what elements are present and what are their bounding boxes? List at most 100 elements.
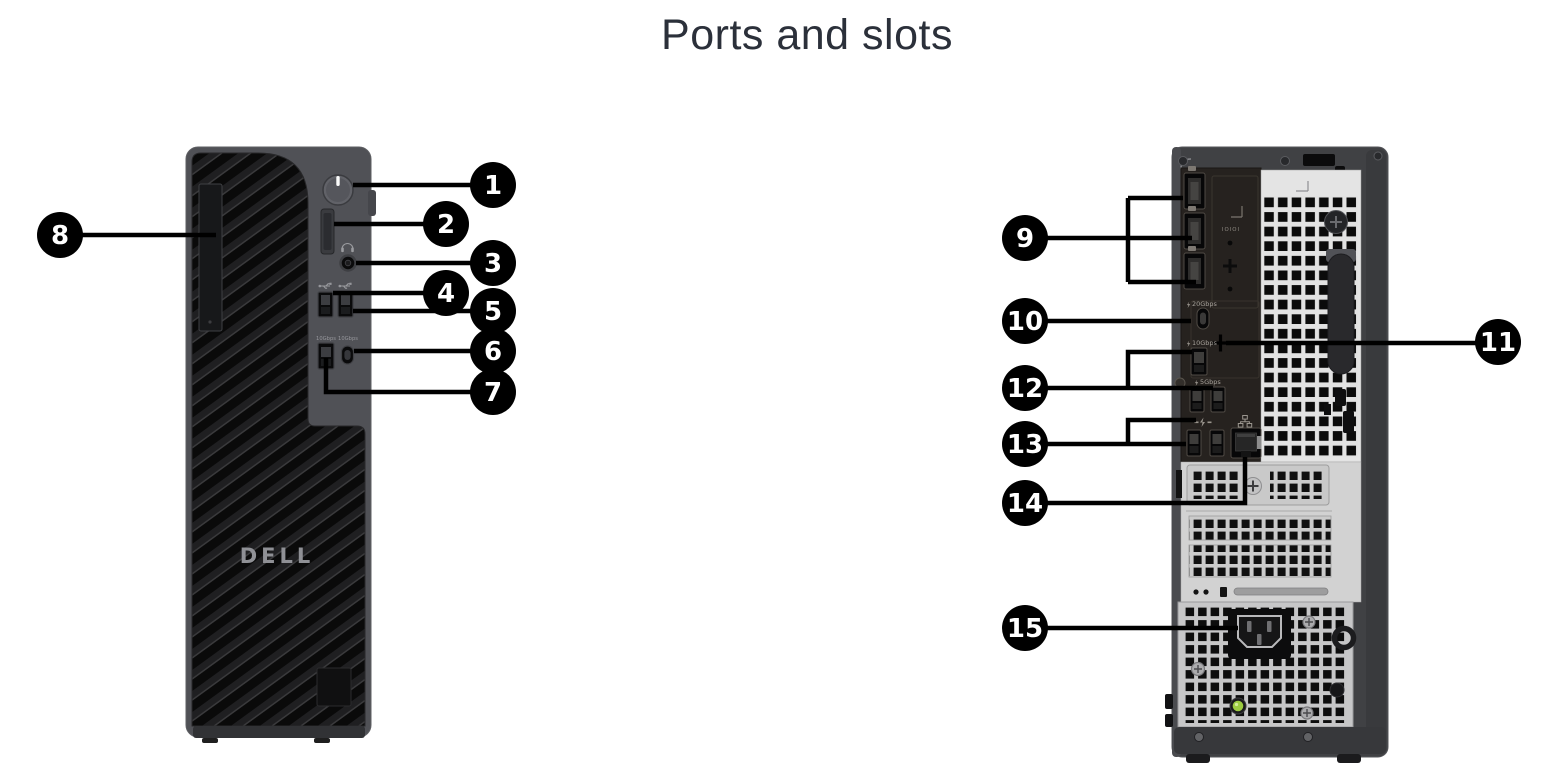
usb-c-20gbps-port[interactable] [1196,307,1210,330]
chassis-hole-1 [1193,589,1199,595]
front-foot-left [202,738,218,743]
bolt-icon [1187,301,1191,309]
svg-text:8: 8 [51,221,69,251]
usb2-port-1[interactable] [1186,429,1202,457]
vent-corner-mark [1296,181,1309,192]
callout-13: 13 [1002,417,1196,467]
power-button[interactable] [322,174,354,206]
svg-text:2: 2 [437,210,455,240]
callout-6: 6 [354,328,516,374]
svg-text:7: 7 [484,378,502,408]
latch-slot-2 [1343,411,1354,433]
callout-2: 2 [334,201,469,247]
psu-knob [1329,682,1345,698]
svg-text:14: 14 [1007,489,1043,519]
side-tab [368,190,376,216]
corner-bracket-mark [1231,206,1243,218]
bolt-icon [1187,340,1191,348]
usb-a-port[interactable] [317,291,334,318]
displayport-1[interactable] [1183,166,1206,210]
psu-vent-slot [1233,587,1329,596]
front-base [193,726,365,738]
callout-4: 4 [333,270,469,316]
callout-11: 11 [1226,319,1521,365]
chassis-hole-2 [1203,589,1209,595]
back-base [1174,727,1386,754]
callout-9: 9 [1002,195,1196,285]
usb2-port-2[interactable] [1209,429,1225,457]
svg-text:15: 15 [1007,614,1043,644]
usb-a-5gbps-port-2[interactable] [1210,386,1226,413]
front-textured-bezel [191,152,366,727]
base-screw-left [1194,732,1204,742]
optional-plate-outline [1190,300,1260,379]
expansion-slot-1 [1186,464,1330,506]
psu-diagnostic-led [1229,697,1247,715]
back-callouts: 9 10 11 12 13 [1002,195,1521,651]
front-callouts: 1 2 3 4 5 [37,162,516,415]
svg-text:10: 10 [1007,307,1043,337]
back-right-frame [1366,150,1386,754]
front-badge-square [316,667,352,707]
usb-a-10gbps-port[interactable] [1190,347,1208,376]
usb-a-5gbps-port-1[interactable] [1189,386,1205,413]
edge-hook-1 [1165,694,1173,709]
edge-hook-2 [1165,714,1173,727]
svg-text:1: 1 [484,171,502,201]
usb-a-10gbps-label: 10Gbps [316,336,336,342]
svg-text:9: 9 [1016,224,1034,254]
callout-14: 14 [1002,457,1248,526]
universal-audio-jack[interactable] [339,254,357,272]
odd-eject-pinhole [208,320,212,324]
usb2-smart-power-icon [1194,417,1212,427]
back-foot-right [1337,754,1361,763]
dp-icon [1188,166,1196,171]
cover-handle[interactable] [1327,253,1355,375]
usb-c-20gbps-label: 20Gbps [1192,300,1218,308]
callout-8: 8 [37,212,216,258]
front-view: DELL [185,146,376,743]
svg-text:5: 5 [484,297,502,327]
sd-card-slot[interactable] [320,208,335,255]
top-screw-middle [1280,156,1290,166]
svg-text:11: 11 [1480,328,1516,358]
usb-a-10gbps-label: 10Gbps [1192,339,1218,347]
usb-a-5gbps-label: 5Gbps [1200,378,1221,386]
serial-port-blank: IOIOI [1222,227,1240,292]
svg-text:13: 13 [1007,430,1043,460]
callout-15: 15 [1002,605,1238,651]
front-foot-right [314,738,330,743]
thumbscrew[interactable] [1324,210,1348,234]
page-title: Ports and slots [661,11,953,59]
usb-a-powershare-port[interactable] [337,291,354,318]
latch-slot-1 [1335,389,1346,406]
usb-icon [318,282,332,289]
slot-latch-mark [1176,470,1182,498]
top-screw-right [1373,151,1383,161]
cable-hook-ring [1331,625,1357,651]
optical-drive-bay [198,183,223,332]
power-connector[interactable] [1228,609,1291,659]
bolt-icon [1195,379,1199,387]
power-supply-unit [1177,601,1357,728]
base-screw-right [1303,732,1313,742]
svg-text:4: 4 [437,279,455,309]
chassis-hole-3 [1220,587,1227,597]
serial-plus-mark [1223,259,1237,273]
ethernet-port[interactable] [1230,427,1262,459]
usb-c-10gbps-port[interactable] [340,345,355,365]
expansion-slot-2 [1188,515,1332,541]
serial-label: IOIOI [1222,227,1240,233]
svg-text:12: 12 [1007,374,1043,404]
svg-text:3: 3 [484,249,502,279]
dell-logo: DELL [240,544,315,568]
callout-12: 12 [1002,349,1213,411]
callout-7: 7 [323,358,516,415]
expansion-slot-3 [1188,544,1332,578]
serial-plate-outline [1211,175,1259,309]
network-icon [1237,415,1253,428]
power-icon [336,176,340,186]
callout-3: 3 [356,240,516,286]
